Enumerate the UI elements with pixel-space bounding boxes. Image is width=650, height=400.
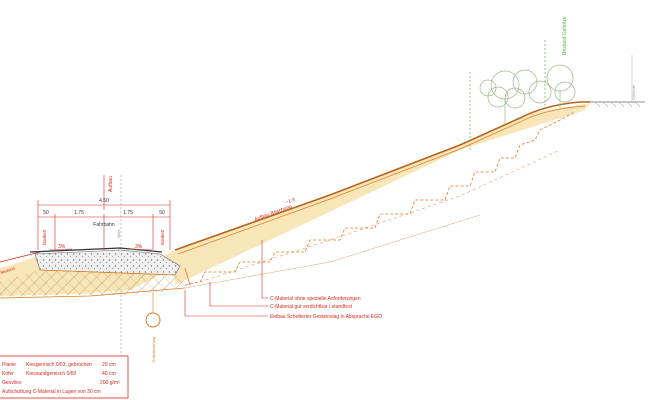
road-top-surface (29, 247, 163, 253)
table-row-4-name: Aufschüttung C-Material in Lagen von 30 … (2, 389, 101, 395)
drainage-label: Entwässerung (151, 337, 156, 362)
table-row-1-name: Planie (2, 362, 16, 368)
table-row-3-value: 200 g/m² (100, 380, 120, 386)
terrain-right-label: Gelände (631, 84, 636, 100)
benching-steps (184, 111, 576, 286)
legend-leaders (184, 240, 268, 317)
table-row-1-value: 20 cm (102, 362, 116, 368)
table-row-2-material: Kiessandgemisch 0/60 (26, 371, 77, 377)
dim-edge-left: 50 (43, 210, 49, 216)
legend-item-2: C-Material gut verdichtbar / standfest (270, 304, 353, 310)
fahrbahn-label: Fahrbahn (93, 222, 115, 228)
legend-item-3: Einbau Schotterter Gesteinslag in Abspra… (270, 314, 382, 320)
slope-ratio: ~1:3 (285, 197, 297, 206)
bankett-right-label: Bankett (160, 229, 165, 245)
slope-surface (174, 101, 590, 251)
drainage-pipe (145, 312, 161, 328)
table-row-2-value: 40 cm (102, 371, 116, 377)
left-slope-label: Bestand (0, 266, 15, 275)
dimension-chain (37, 175, 171, 250)
layer-table (0, 355, 129, 399)
dim-half-left: 1.75 (74, 210, 84, 216)
table-row-2-name: Kofer (2, 371, 14, 377)
mitte-label: Mitte (116, 229, 121, 238)
dim-half-right: 1.75 (123, 210, 133, 216)
aufbau-label: Aufbau (108, 176, 114, 192)
cross-slope-right: 3% (135, 244, 143, 250)
vegetation-label: Bestand Gehölze (562, 16, 568, 55)
dim-total: 4.50 (99, 198, 109, 204)
bankett-left-label: Bankett (42, 229, 47, 245)
dim-edge-right: 50 (159, 210, 165, 216)
layer-table-rows: Planie Kiesgemisch 0/63, gebrochen 20 cm… (2, 362, 120, 395)
table-row-3-name: Geovlies (2, 380, 22, 386)
cross-slope-left: 3% (58, 244, 66, 250)
embankment-fill (175, 103, 590, 285)
table-row-1-material: Kiesgemisch 0/63, gebrochen (26, 362, 92, 368)
vegetation-trees (469, 40, 576, 150)
legend-item-1: C-Material ohne spezielle Anforderungen (270, 296, 361, 302)
